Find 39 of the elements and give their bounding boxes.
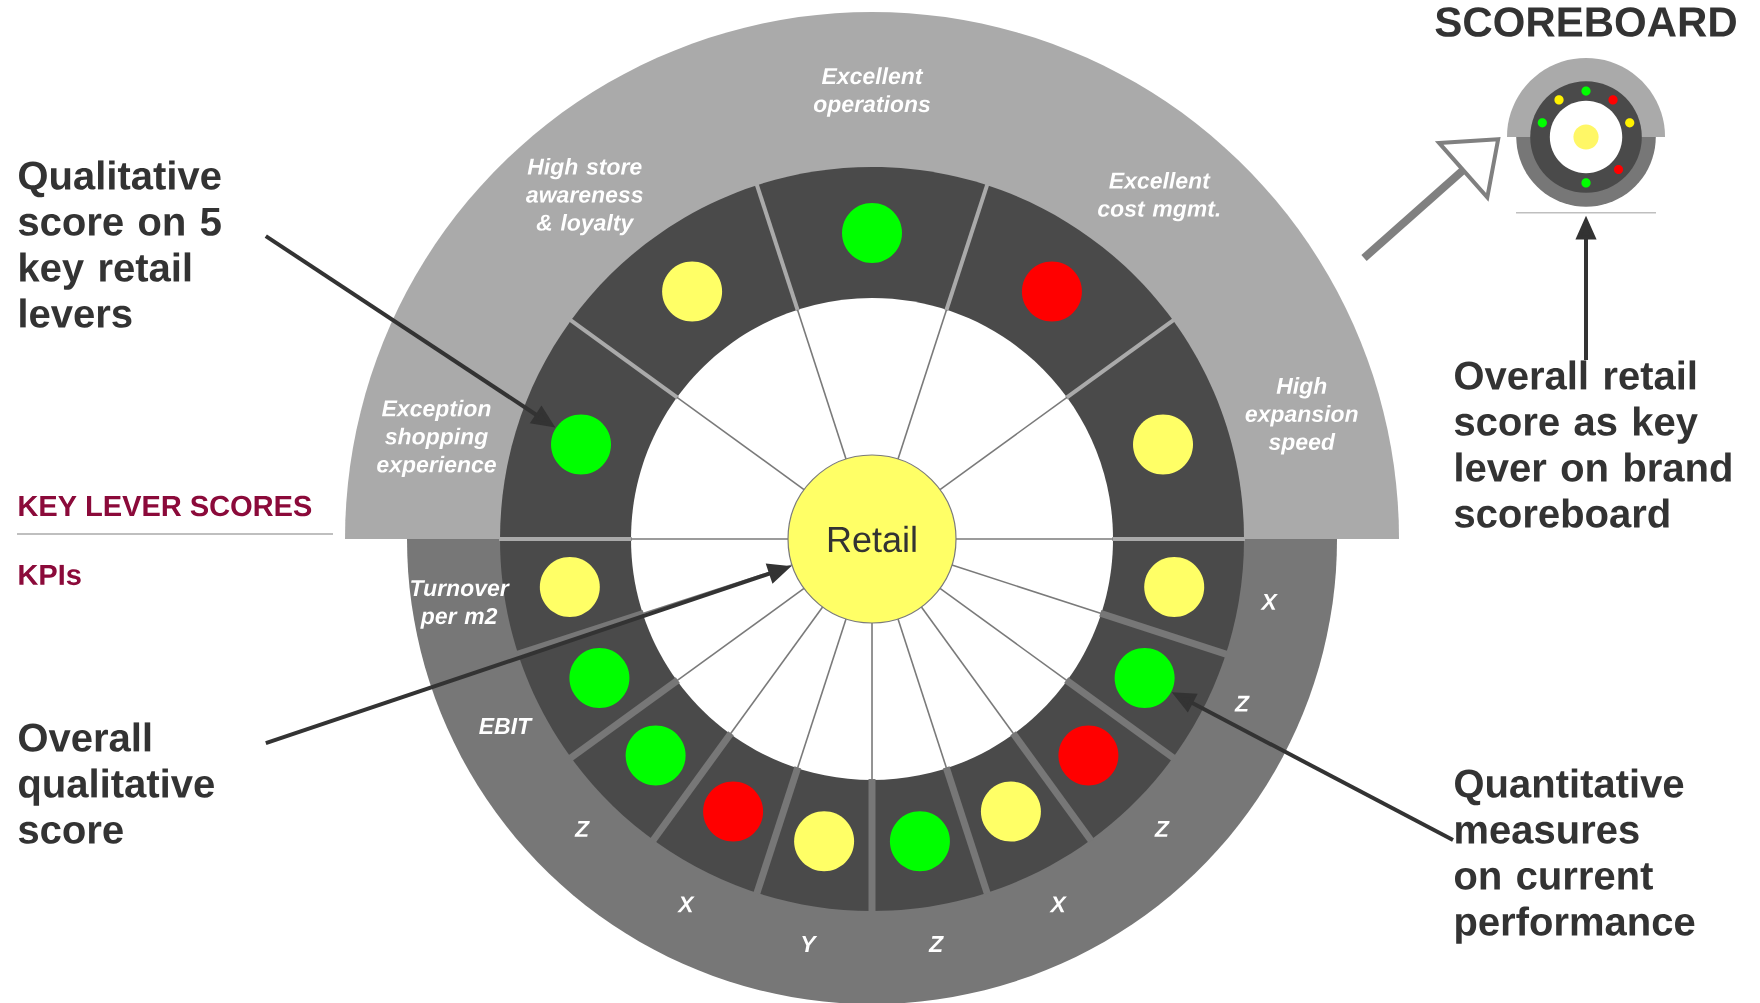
score-dot [842,203,902,263]
score-dot [889,811,950,872]
lever-label: Exception shopping experience [377,399,496,478]
score-dot [1058,725,1119,786]
score-dot [569,647,630,708]
score-dot [625,725,686,786]
score-dot [1021,261,1082,322]
kpi-label: Turnover per m2 [411,580,510,629]
score-dot [1144,556,1205,617]
lever-label: Excellent operations [813,67,931,117]
kpi-label: Z [1234,695,1250,712]
kpi-label: X [677,896,695,913]
callout-text: Quantitative measures on current performance [1455,768,1695,944]
score-dot [794,811,855,872]
kpi-label: Y [802,936,818,952]
kpi-label: Z [928,936,944,952]
picture [1507,58,1665,214]
score-dot [1133,414,1193,475]
score-dot [1114,647,1175,708]
lever-label: High store awareness & loyalty [526,157,643,236]
kpi-label: X [1049,896,1067,913]
kpi-label: Z [574,821,590,837]
score-dot [980,781,1041,842]
kpi-label: EBIT [479,718,533,734]
section-heading: KPIs [19,564,81,586]
kpi-label: X [1260,594,1278,610]
kpi-label: Z [1154,821,1170,837]
score-dot [539,556,600,617]
callout-text: Qualitative score on 5 key retail levers [18,160,221,328]
score-dot [551,414,611,475]
callout-text: Overall qualitative score [18,722,214,844]
score-dot [703,781,764,842]
lever-label: Excellent cost mgmt. [1098,171,1220,222]
lever-label: High expansion speed [1245,377,1358,455]
heading: SCOREBOARD [1435,7,1736,37]
block-arrow [1361,137,1501,261]
callout-text: Overall retail score as key lever on brand scoreboard [1454,360,1731,528]
section-heading: KEY LEVER SCORES [19,495,312,517]
score-dot [662,261,723,322]
